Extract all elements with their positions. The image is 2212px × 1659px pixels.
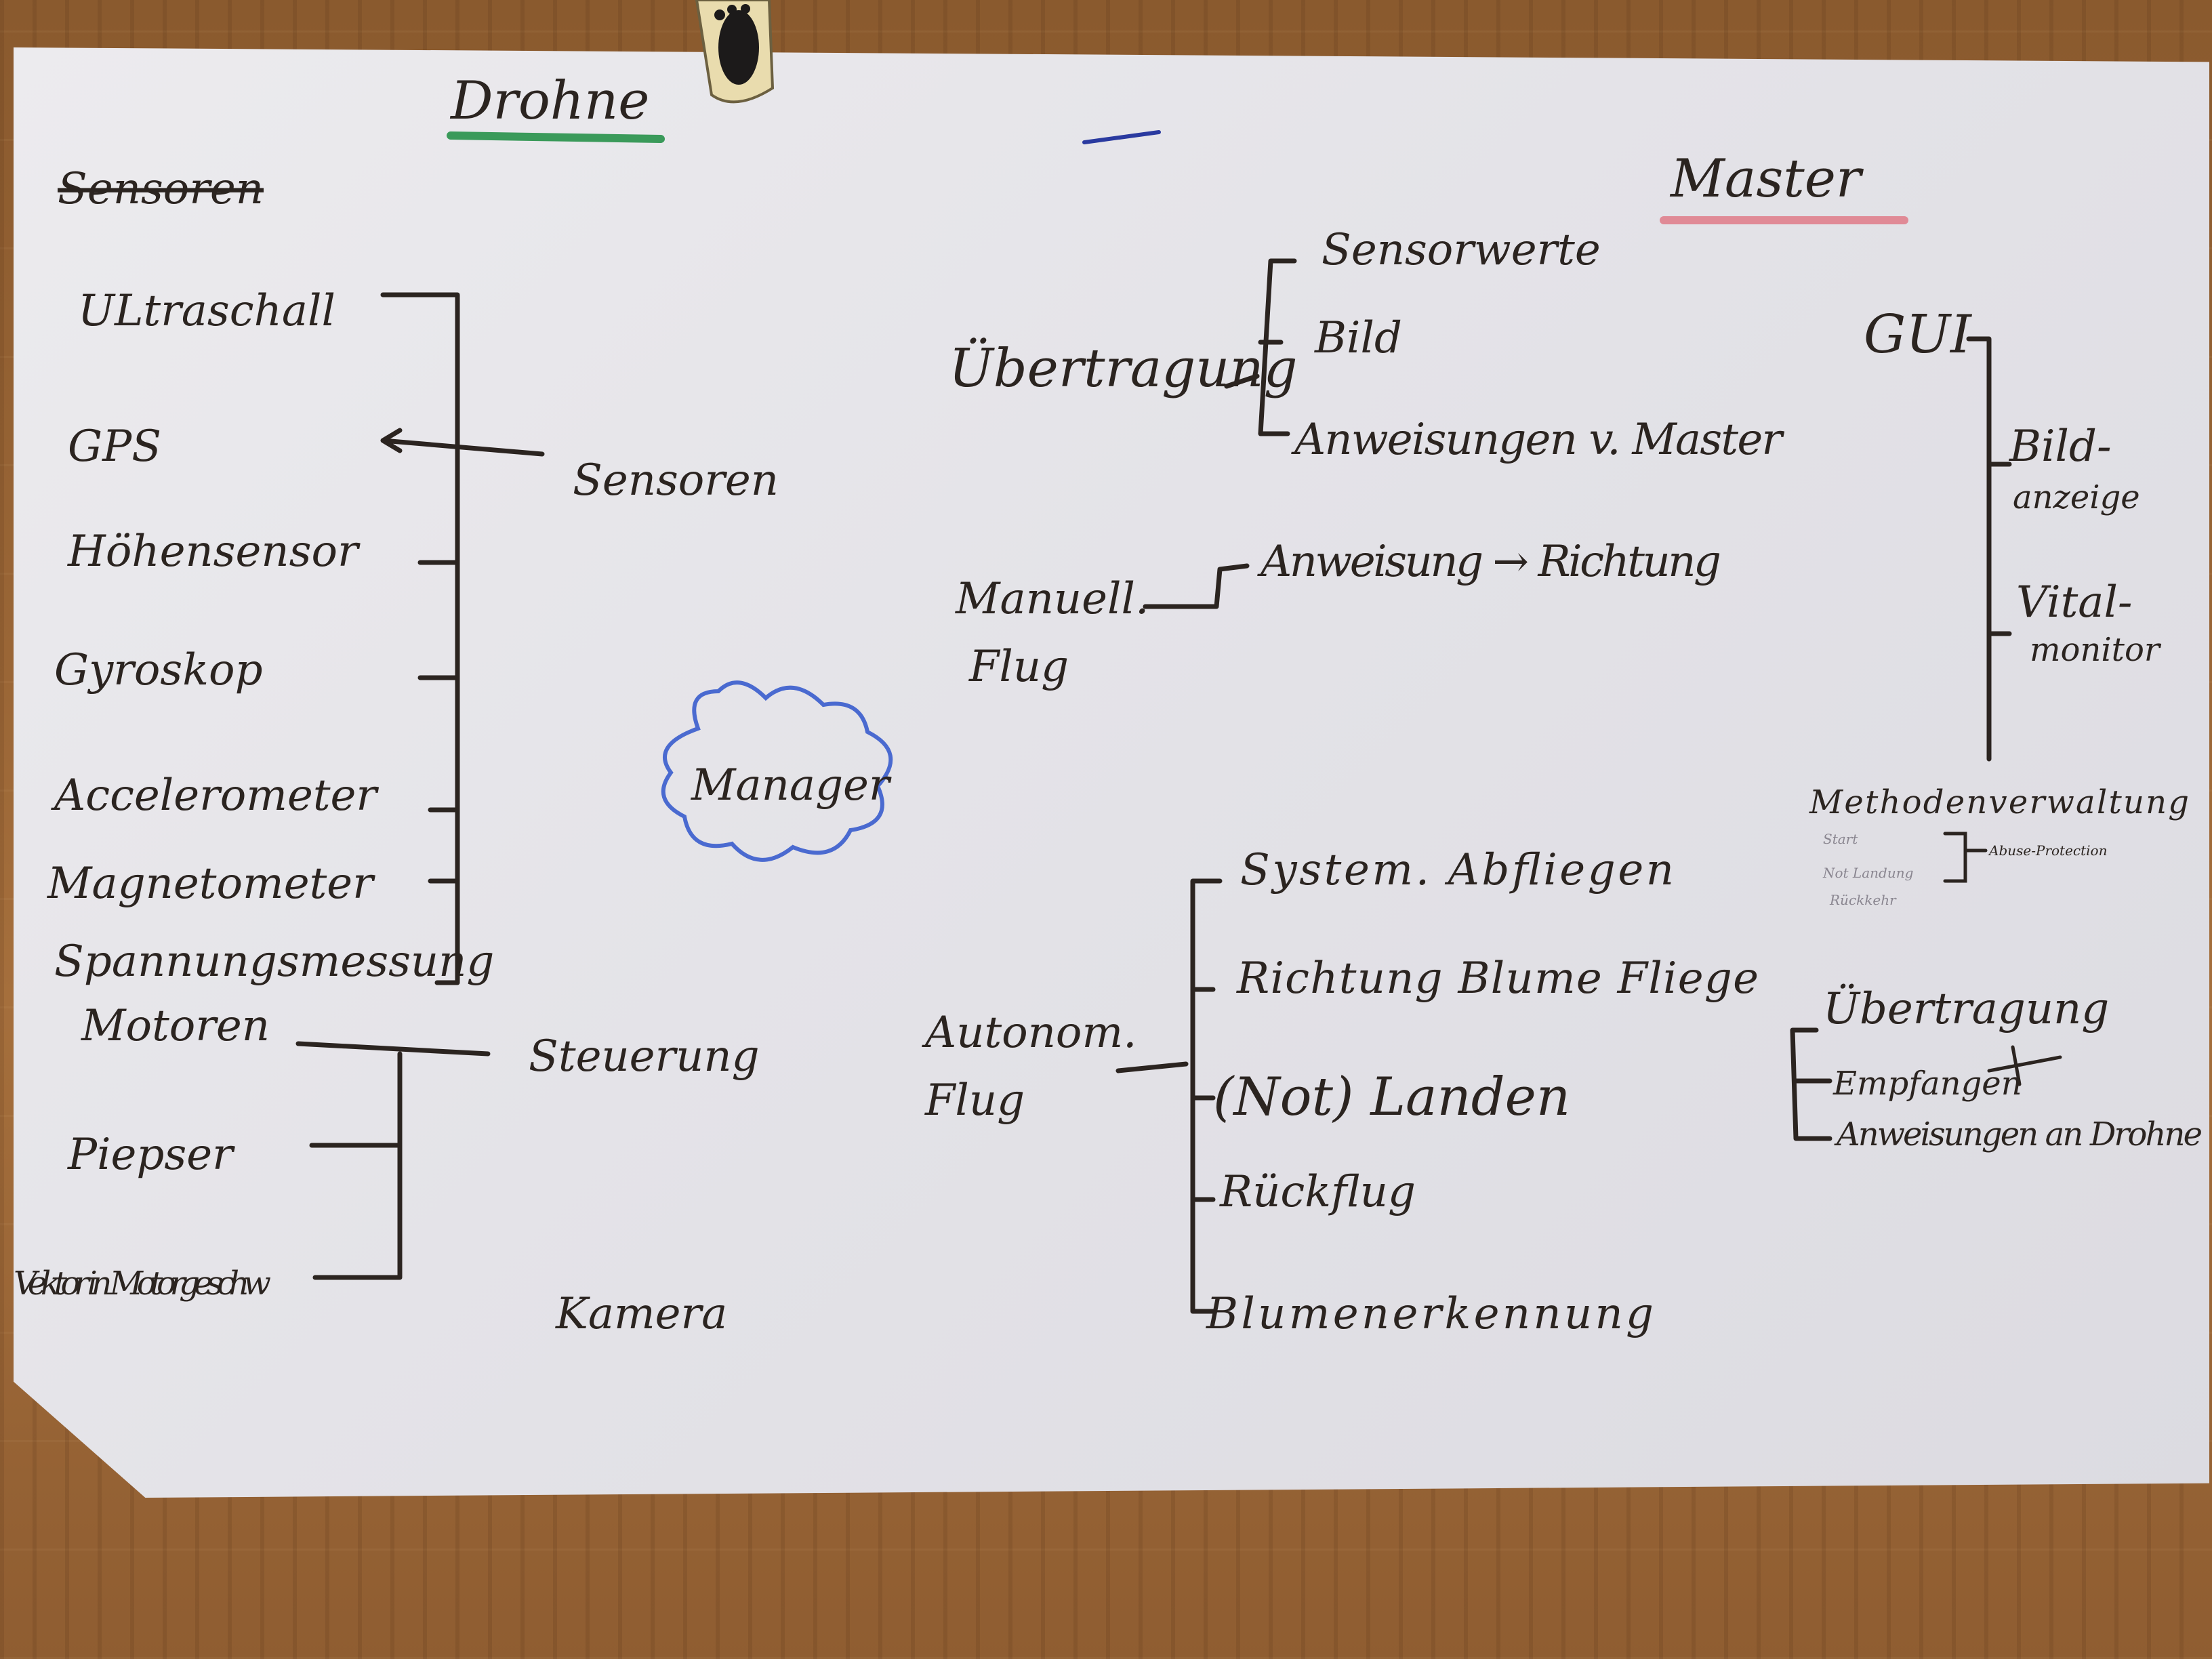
sensor-height: Höhensensor [67, 527, 361, 577]
methods-note: Abuse-Protection [1988, 842, 2107, 859]
drone-heading: Drohne [449, 70, 649, 131]
transfer2-label: Übertragung [1823, 983, 2109, 1034]
gui-item-2a: Vital- [2016, 577, 2133, 628]
manual-item: Anweisung → Richtung [1257, 537, 1721, 587]
transfer-item-bild: Bild [1314, 313, 1402, 363]
gui-item-1b: anzeige [2013, 478, 2140, 516]
transfer-label: Übertragung [949, 337, 1298, 399]
gui-bracket [1966, 336, 2012, 762]
sensor-gyroscope: Gyroskop [54, 645, 263, 695]
gui-label: GUI [1864, 304, 1973, 365]
transfer-item-anweisungen: Anweisungen v. Master [1291, 415, 1784, 465]
sensor-list: ULtraschall GPS Höhensensor Gyroskop Acc… [47, 286, 494, 987]
sensor-ultrasound: ULtraschall [78, 286, 335, 336]
manager-label: Manager [691, 760, 892, 811]
gui-item-2b: monitor [2030, 631, 2162, 669]
auto-item-5: Blumenerkennung [1206, 1289, 1654, 1339]
control-label: Steuerung [529, 1031, 760, 1082]
actuator-vector: Vektor in Motorgeschw [14, 1265, 271, 1303]
sensors-group-label: Sensoren [573, 455, 779, 506]
manager-cloud [661, 680, 893, 862]
sensor-bracket-ticks [417, 560, 460, 884]
auto-item-2: Richtung Blume Fliege [1236, 954, 1759, 1004]
green-underline [447, 131, 665, 143]
methods-item-rueckkehr: Rückkehr [1829, 892, 1897, 908]
faint-sensor-notes [562, 515, 766, 759]
sensor-magnetometer: Magnetometer [47, 859, 375, 909]
binder-clip-icon [695, 0, 775, 104]
actuator-bracket [295, 1041, 491, 1280]
sensors-arrow [380, 428, 545, 457]
blue-stroke [1082, 130, 1161, 144]
actuator-motors: Motoren [81, 1001, 270, 1051]
transfer2-bracket [1790, 1027, 1832, 1141]
auto-label-2: Flug [924, 1076, 1025, 1126]
sensor-accelerometer: Accelerometer [51, 771, 379, 821]
auto-item-1: System. Abfliegen [1240, 845, 1674, 895]
manual-connector [1143, 563, 1250, 609]
manual-label-1: Manuell. [955, 574, 1149, 624]
transfer-item-sensorwerte: Sensorwerte [1322, 225, 1601, 275]
methods-item-start: Start [1823, 831, 1858, 847]
auto-item-4: Rückflug [1219, 1167, 1416, 1217]
methods-label: Methodenverwaltung [1809, 783, 2189, 821]
camera-label: Kamera [555, 1289, 727, 1339]
auto-item-3: (Not) Landen [1213, 1067, 1570, 1128]
paper-sheet [14, 47, 2209, 1498]
actuator-beeper: Piepser [67, 1130, 235, 1180]
methods-bracket [1943, 832, 1988, 883]
transfer2-cross-mark [1987, 1045, 2062, 1086]
auto-label-1: Autonom. [922, 1008, 1136, 1058]
sensor-bracket [380, 292, 460, 985]
methods-item-notlandung: Not Landung [1822, 865, 1913, 881]
gui-item-1a: Bild- [2009, 422, 2112, 472]
auto-bracket [1115, 878, 1223, 1314]
master-heading: Master [1669, 148, 1864, 209]
sensors-heading-struck: Sensoren [58, 164, 264, 214]
transfer2-item-2: Anweisungen an Drohne [1834, 1115, 2203, 1153]
sensor-gps: GPS [68, 422, 161, 472]
sensor-voltage: Spannungsmessung [54, 937, 494, 987]
manual-label-2: Flug [968, 642, 1069, 692]
transfer-bracket [1224, 258, 1297, 436]
